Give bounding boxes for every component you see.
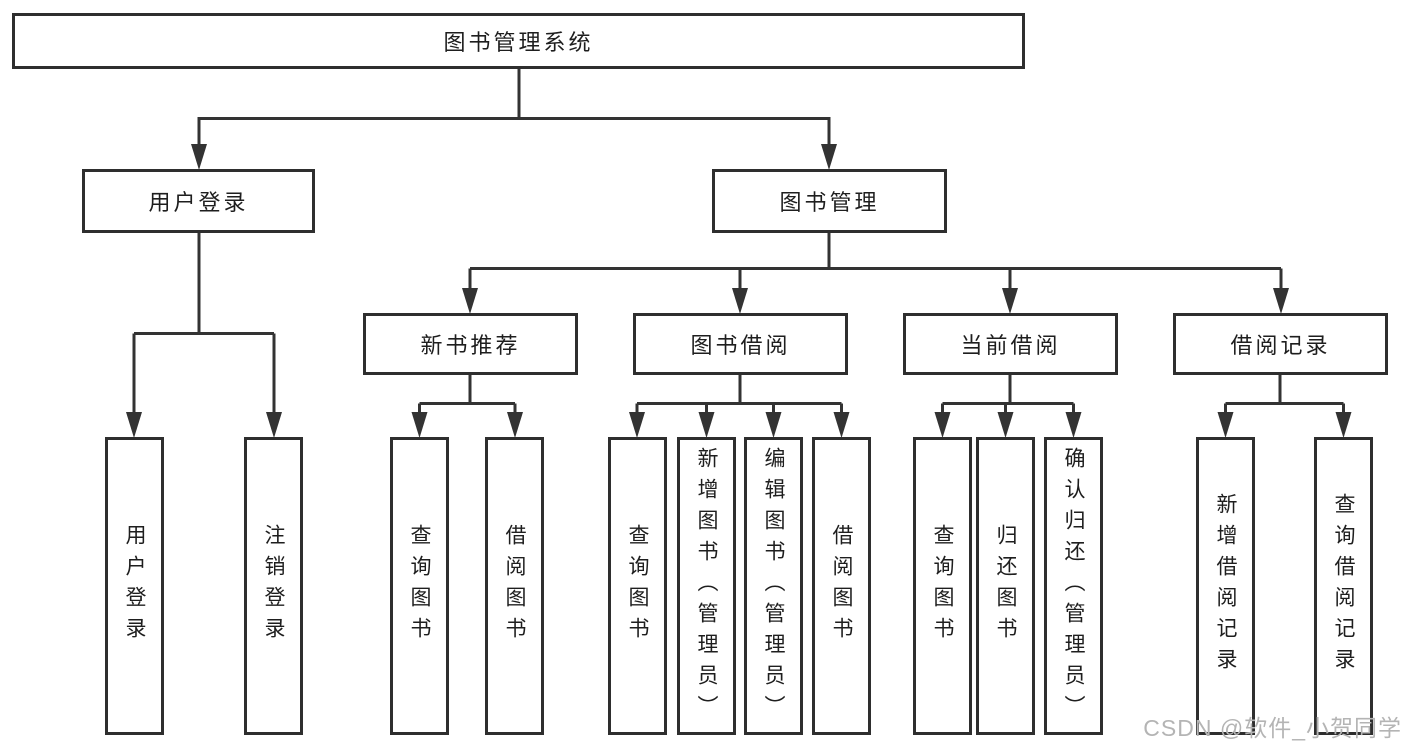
node-label: 借阅图书 — [503, 524, 526, 648]
node-label: 图书管理 — [779, 190, 880, 215]
node-label: 查询图书 — [626, 524, 649, 648]
node-label: 查询图书 — [931, 524, 954, 648]
node-label: 确认归还（管理员） — [1062, 446, 1085, 726]
leaf-confirm-return-admin: 确认归还（管理员） — [1044, 437, 1103, 735]
node-borrow-records: 借阅记录 — [1173, 313, 1388, 375]
node-book-management: 图书管理 — [712, 169, 947, 233]
node-label: 图书管理系统 — [443, 30, 594, 55]
arrow-down-icons — [126, 144, 1352, 438]
node-label: 编辑图书（管理员） — [762, 446, 785, 726]
leaf-add-books-admin: 新增图书（管理员） — [677, 437, 736, 735]
leaf-query-borrow-record: 查询借阅记录 — [1314, 437, 1373, 735]
leaf-borrow-books-recommend: 借阅图书 — [485, 437, 544, 735]
leaf-query-books-borrow: 查询图书 — [608, 437, 667, 735]
node-label: 查询图书 — [408, 524, 431, 648]
leaf-return-books: 归还图书 — [976, 437, 1035, 735]
leaf-borrow-books: 借阅图书 — [812, 437, 871, 735]
node-library-management-system: 图书管理系统 — [12, 13, 1025, 69]
node-label: 用户登录 — [148, 190, 249, 215]
node-label: 借阅图书 — [830, 524, 853, 648]
csdn-watermark: CSDN @软件_小贺同学 — [1143, 715, 1402, 741]
node-label: 查询借阅记录 — [1332, 493, 1355, 679]
node-label: 新书推荐 — [420, 333, 521, 358]
leaf-user-login: 用户登录 — [105, 437, 164, 735]
node-label: 新增图书（管理员） — [695, 446, 718, 726]
leaf-query-books-current: 查询图书 — [913, 437, 972, 735]
leaf-query-books-recommend: 查询图书 — [390, 437, 449, 735]
node-label: 当前借阅 — [960, 333, 1061, 358]
node-current-borrow: 当前借阅 — [903, 313, 1118, 375]
node-new-book-recommend: 新书推荐 — [363, 313, 578, 375]
node-label: 新增借阅记录 — [1214, 493, 1237, 679]
leaf-edit-books-admin: 编辑图书（管理员） — [744, 437, 803, 735]
node-label: 图书借阅 — [690, 333, 791, 358]
node-book-borrow: 图书借阅 — [633, 313, 848, 375]
node-label: 用户登录 — [123, 524, 146, 648]
node-label: 注销登录 — [262, 524, 285, 648]
node-user-login-module: 用户登录 — [82, 169, 315, 233]
node-label: 归还图书 — [994, 524, 1017, 648]
node-label: 借阅记录 — [1230, 333, 1331, 358]
leaf-add-borrow-record: 新增借阅记录 — [1196, 437, 1255, 735]
leaf-logout: 注销登录 — [244, 437, 303, 735]
